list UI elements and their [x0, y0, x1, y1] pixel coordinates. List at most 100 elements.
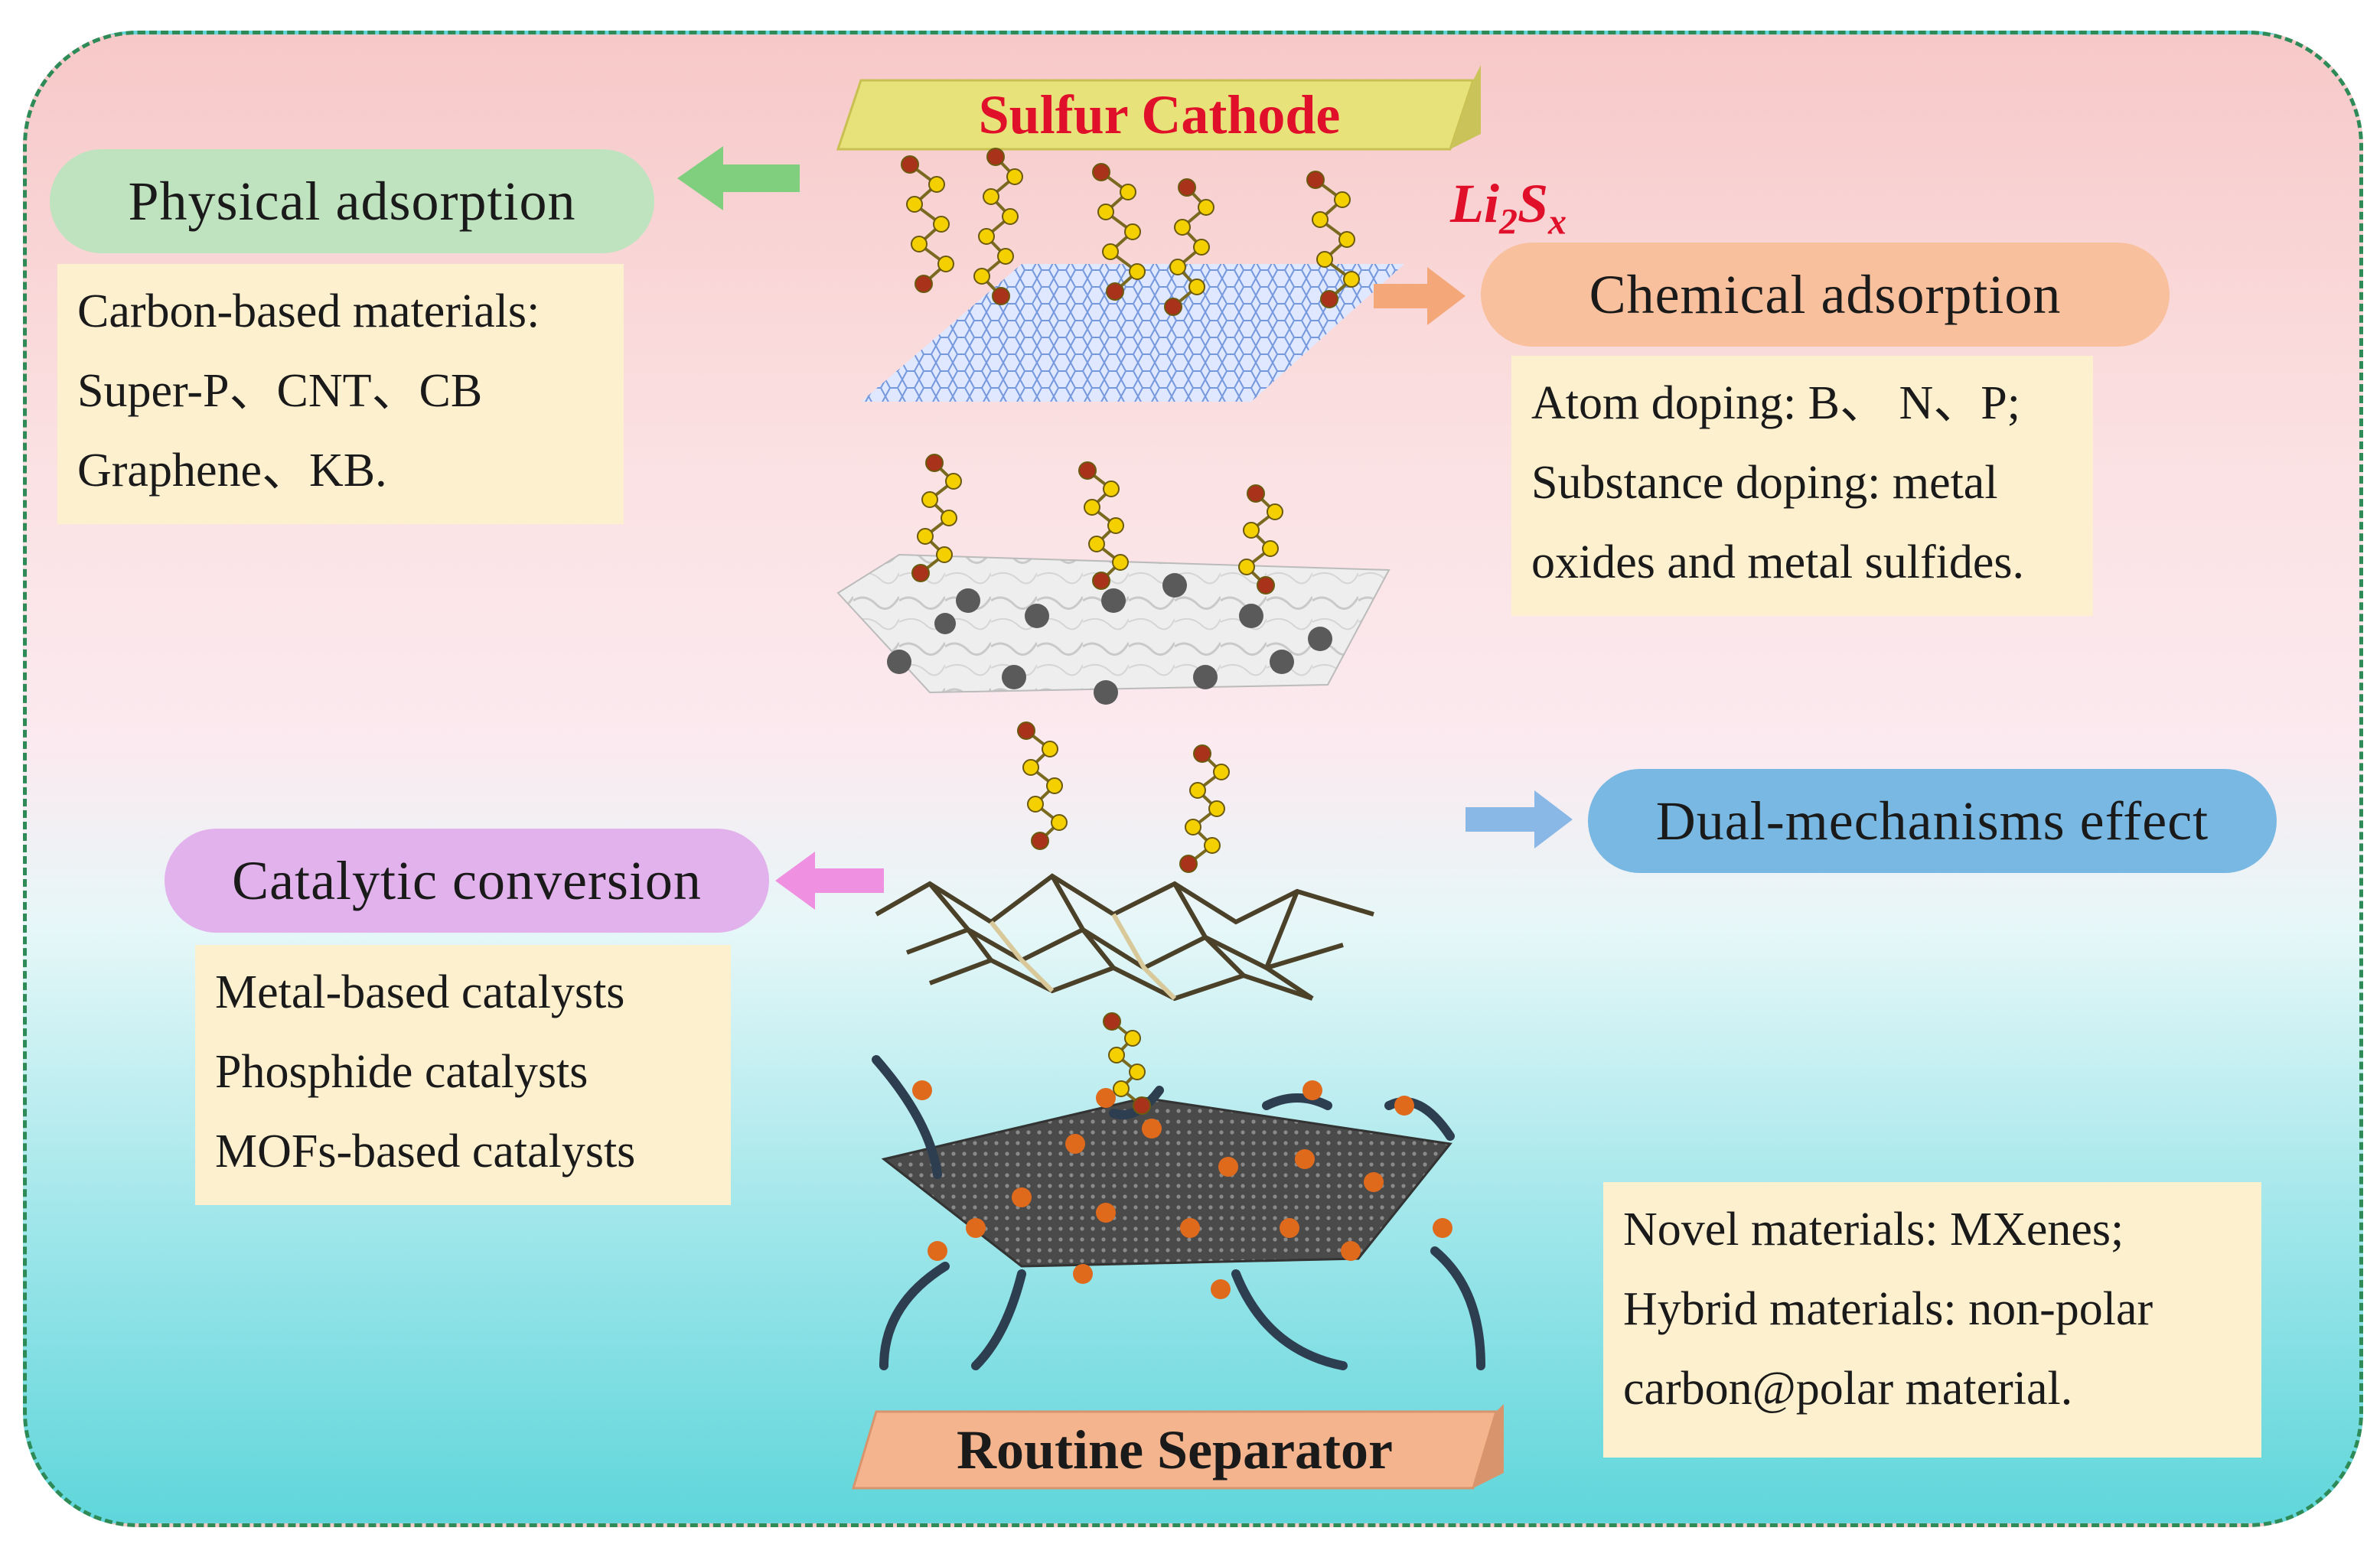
sulfur-atom [1124, 1030, 1141, 1047]
lithium-atom [992, 287, 1010, 305]
sulfur-atom [1316, 251, 1333, 268]
sulfur-atom [983, 188, 999, 205]
physical-line-3: Graphene、KB. [77, 445, 387, 497]
catalytic-line-3: MOFs-based catalysts [215, 1125, 636, 1178]
sulfur-atom [1129, 263, 1146, 280]
sulfur-atom [1129, 1064, 1146, 1080]
layers-artwork [677, 65, 1573, 1490]
sulfur-atom [1312, 211, 1329, 228]
sulfur-atom [1193, 239, 1210, 256]
lithium-atom [1092, 163, 1110, 181]
lithium-atom [1133, 1096, 1151, 1115]
sulfur-atom [1107, 517, 1124, 534]
lithium-atom [1092, 572, 1110, 590]
catalytic-conversion-title: Catalytic conversion [165, 829, 769, 933]
lithium-atom [1257, 576, 1275, 594]
sulfur-atom [928, 176, 945, 193]
sulfur-atom [941, 510, 957, 526]
sulfur-atom [1103, 480, 1120, 497]
catalytic-conversion-panel: Metal-based catalysts Phosphide catalyst… [195, 945, 731, 1205]
sulfur-atom [1002, 208, 1019, 225]
sulfur-atom [1267, 503, 1283, 520]
sulfur-atom [1051, 814, 1068, 831]
sulfur-atom [1042, 741, 1058, 757]
lithium-atom [1178, 178, 1196, 197]
lithium-atom [1247, 484, 1265, 503]
sulfur-atom [1243, 522, 1260, 539]
sulfur-atom [1006, 168, 1023, 185]
dual-mechanisms-panel: Novel materials: MXenes; Hybrid material… [1603, 1182, 2261, 1458]
sulfur-atom [1338, 231, 1355, 248]
chemical-line-3: oxides and metal sulfides. [1531, 536, 2024, 588]
sulfur-atom [1022, 759, 1039, 776]
sulfur-atom [1112, 554, 1129, 571]
physical-line-2: Super-P、CNT、CB [77, 365, 483, 417]
arrow-to-catalytic [775, 852, 884, 910]
lithium-atom [911, 564, 930, 582]
physical-line-1: Carbon-based materials: [77, 285, 540, 337]
polysulfide-chains [901, 148, 1360, 1115]
routine-separator-plate [851, 1404, 1504, 1490]
lithium-atom [1017, 722, 1035, 740]
s-subscript: x [1548, 201, 1567, 243]
dual-line-2: Hybrid materials: non-polar [1623, 1283, 2153, 1335]
sulfur-atom [1046, 777, 1063, 794]
doped-carbon-sheet [836, 553, 1391, 705]
arrow-to-physical [677, 146, 800, 210]
sulfur-atom [978, 228, 995, 245]
lithium-atom [1106, 282, 1124, 301]
physical-adsorption-panel: Carbon-based materials: Super-P、CNT、CB G… [57, 264, 624, 524]
sulfur-atom [1097, 204, 1114, 220]
cathode-label: Sulfur Cathode [978, 83, 1341, 145]
sulfur-atom [1084, 499, 1100, 516]
sulfur-atom [1088, 536, 1105, 552]
sulfur-atom [911, 236, 928, 252]
sulfur-atom [1124, 223, 1141, 240]
sulfur-atom [1102, 243, 1119, 260]
sulfur-atom [937, 256, 954, 272]
sulfur-atom [921, 491, 938, 508]
diagram-frame: Sulfur Cathode Routine Separator Li2Sx P… [23, 31, 2363, 1527]
dual-line-3: carbon@polar material. [1623, 1363, 2073, 1415]
sulfur-atom [1120, 184, 1136, 200]
arrow-to-dual [1465, 790, 1573, 849]
sulfur-atom [1185, 819, 1201, 836]
chemical-line-2: Substance doping: metal [1531, 457, 1998, 509]
graphene-sheet [861, 264, 1404, 402]
sulfur-atom [1027, 796, 1044, 813]
lithium-atom [1193, 744, 1211, 763]
li-text: Li [1450, 173, 1499, 234]
sulfur-atom [1189, 782, 1206, 799]
lithium-atom [986, 148, 1005, 166]
sulfur-atom [973, 268, 990, 285]
sulfur-atom [1238, 559, 1255, 575]
sulfur-atom [906, 196, 923, 213]
chemical-line-1: Atom doping: B、 N、P; [1531, 377, 2021, 429]
sulfur-atom [1262, 540, 1279, 557]
li-subscript: 2 [1498, 201, 1518, 243]
catalytic-line-1: Metal-based catalysts [215, 966, 625, 1018]
composite-sheet [872, 1055, 1485, 1370]
separator-label: Routine Separator [957, 1419, 1393, 1480]
sulfur-atom [1108, 1047, 1125, 1064]
lithium-atom [1320, 290, 1338, 308]
sulfur-atom [1343, 271, 1360, 288]
sulfur-atom [1113, 1080, 1130, 1097]
catalyst-network [875, 873, 1374, 1002]
sulfur-atom [1334, 191, 1351, 208]
sulfur-atom [997, 248, 1014, 265]
lithium-atom [915, 275, 933, 293]
sulfur-atom [945, 473, 962, 490]
lithium-atom [1306, 171, 1325, 189]
dual-mechanisms-title: Dual-mechanisms effect [1588, 769, 2277, 873]
s-text: S [1517, 173, 1549, 234]
lithium-atom [1179, 855, 1198, 873]
sulfur-atom [1174, 219, 1191, 236]
sulfur-atom [936, 546, 953, 563]
dual-line-1: Novel materials: MXenes; [1623, 1204, 2124, 1256]
arrow-to-chemical [1374, 267, 1465, 325]
sulfur-cathode-plate [836, 65, 1481, 151]
catalytic-line-2: Phosphide catalysts [215, 1046, 588, 1098]
lithium-atom [1078, 461, 1097, 480]
lithium-atom [901, 155, 919, 174]
